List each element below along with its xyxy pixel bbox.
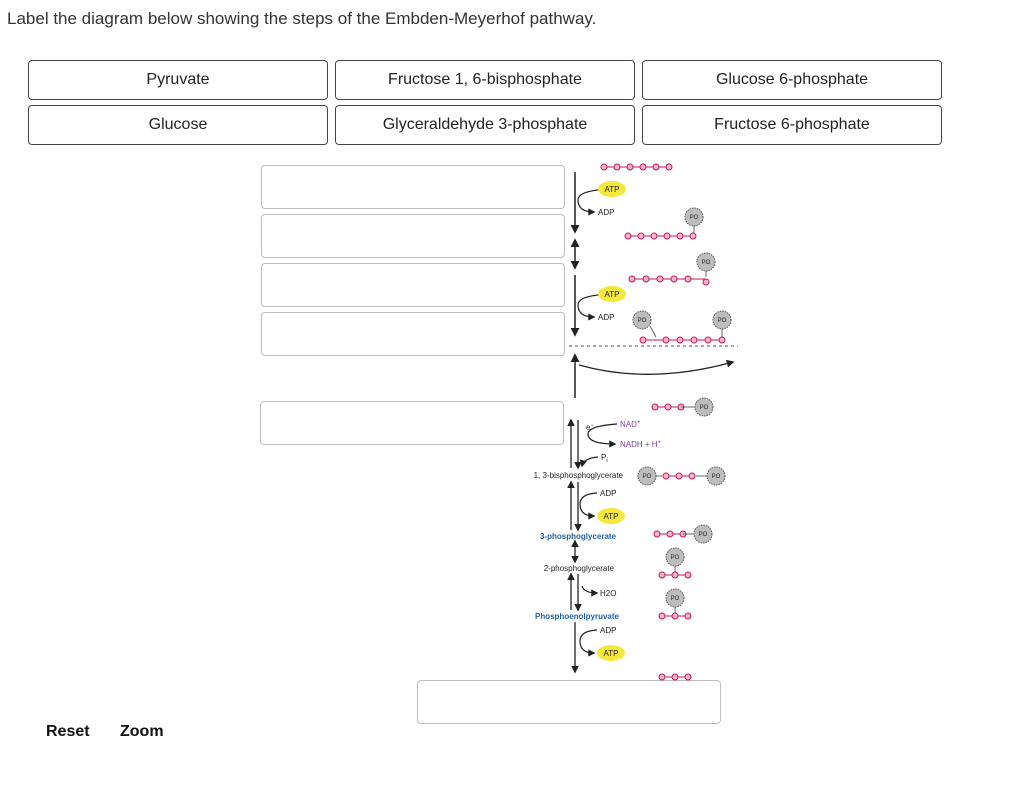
label-glyceraldehyde-3-phosphate[interactable]: Glyceraldehyde 3-phosphate <box>335 105 635 145</box>
svg-text:PO: PO <box>700 405 709 411</box>
pg3-label: 3-phosphoglycerate <box>540 532 617 541</box>
reset-button[interactable]: Reset <box>46 723 90 740</box>
label-fructose-1-6-bisphosphate[interactable]: Fructose 1, 6-bisphosphate <box>335 60 635 100</box>
phosphate-groups: PO PO PO PO PO PO PO PO PO PO <box>632 207 732 613</box>
svg-text:PO: PO <box>671 555 680 561</box>
pg2-label: 2-phosphoglycerate <box>544 564 615 573</box>
atp-label-4: ATP <box>604 649 619 658</box>
atp-label-1: ATP <box>605 185 620 194</box>
adp-label-3: ADP <box>600 489 616 498</box>
svg-text:PO: PO <box>638 318 647 324</box>
adp-label-1: ADP <box>598 208 614 217</box>
svg-text:PO: PO <box>702 260 711 266</box>
electron-label: e− <box>586 423 594 432</box>
bpg-label: 1, 3-bisphosphoglycerate <box>534 471 624 480</box>
svg-text:PO: PO <box>690 215 699 221</box>
nadh-label: NADH + H+ <box>620 440 662 449</box>
label-fructose-6-phosphate[interactable]: Fructose 6-phosphate <box>642 105 942 145</box>
pep-label: Phosphoenolpyruvate <box>535 612 620 621</box>
carbon-chains <box>600 163 726 681</box>
adp-label-2: ADP <box>598 313 614 322</box>
instruction-text: Label the diagram below showing the step… <box>7 9 597 28</box>
label-glucose[interactable]: Glucose <box>28 105 328 145</box>
svg-text:PO: PO <box>718 318 727 324</box>
drop-target-5[interactable] <box>260 401 564 445</box>
water-label: H2O <box>600 589 616 598</box>
drop-target-4[interactable] <box>261 312 565 356</box>
drop-target-6[interactable] <box>417 680 721 724</box>
label-pyruvate[interactable]: Pyruvate <box>28 60 328 100</box>
pi-label: Pi <box>601 453 608 464</box>
drop-target-1[interactable] <box>261 165 565 209</box>
svg-text:PO: PO <box>699 532 708 538</box>
svg-text:PO: PO <box>643 474 652 480</box>
atp-label-3: ATP <box>604 512 619 521</box>
zoom-button[interactable]: Zoom <box>120 723 164 740</box>
adp-label-4: ADP <box>600 626 616 635</box>
nad-label: NAD+ <box>620 420 641 429</box>
drop-target-3[interactable] <box>261 263 565 307</box>
atp-label-2: ATP <box>605 290 620 299</box>
svg-text:PO: PO <box>671 596 680 602</box>
svg-text:PO: PO <box>712 474 721 480</box>
drop-target-2[interactable] <box>261 214 565 258</box>
label-glucose-6-phosphate[interactable]: Glucose 6-phosphate <box>642 60 942 100</box>
